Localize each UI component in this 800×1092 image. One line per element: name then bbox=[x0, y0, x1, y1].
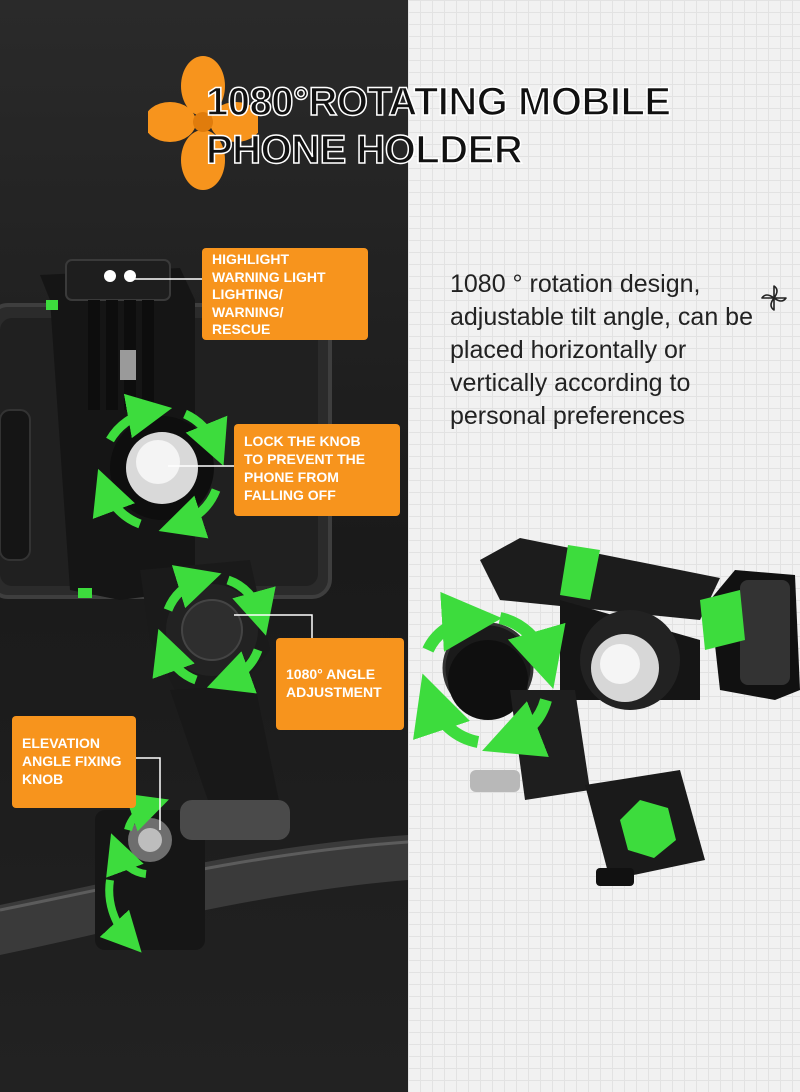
leader-line bbox=[135, 757, 161, 830]
page-title: 1080°ROTATING MOBILE PHONE HOLDER bbox=[205, 78, 766, 174]
holder-product-right bbox=[413, 538, 800, 886]
callout-lock-knob: LOCK THE KNOB TO PREVENT THE PHONE FROM … bbox=[234, 424, 400, 516]
right-product-panel bbox=[408, 0, 800, 1092]
description-text: 1080 ° rotation design, adjustable tilt … bbox=[450, 270, 753, 430]
callout-angle-adjustment-text: 1080° ANGLE ADJUSTMENT bbox=[286, 666, 382, 700]
callout-warning-light-text: HIGHLIGHT WARNING LIGHT LIGHTING/ WARNIN… bbox=[212, 251, 326, 337]
leader-line bbox=[234, 614, 313, 640]
callout-elevation-knob: ELEVATION ANGLE FIXING KNOB bbox=[12, 716, 136, 808]
four-petal-clover-logo bbox=[148, 56, 258, 190]
callout-lock-knob-text: LOCK THE KNOB TO PREVENT THE PHONE FROM … bbox=[244, 433, 366, 503]
rotate-pinwheel-icon bbox=[761, 285, 787, 311]
lock-knob bbox=[92, 393, 228, 539]
angle-knob bbox=[152, 565, 276, 694]
elevation-knob bbox=[99, 793, 172, 953]
title-line-2: PHONE HOLDER bbox=[205, 127, 523, 173]
callout-elevation-knob-text: ELEVATION ANGLE FIXING KNOB bbox=[22, 735, 122, 787]
title-line-1: 1080°ROTATING MOBILE bbox=[205, 79, 672, 125]
callout-angle-adjustment: 1080° ANGLE ADJUSTMENT bbox=[276, 638, 404, 730]
callout-warning-light: HIGHLIGHT WARNING LIGHT LIGHTING/ WARNIN… bbox=[202, 248, 368, 340]
